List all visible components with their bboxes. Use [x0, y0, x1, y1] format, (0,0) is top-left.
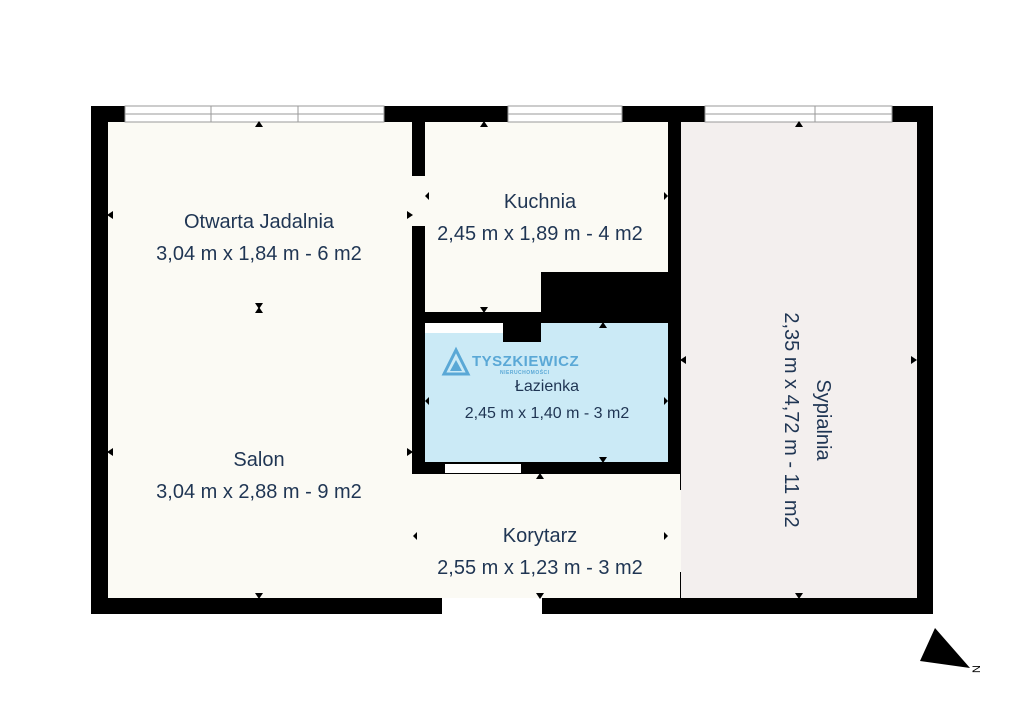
living-name: Salon: [233, 449, 284, 471]
dining-name: Otwarta Jadalnia: [184, 211, 335, 233]
dining-dims: 3,04 m x 1,84 m - 6 m2: [156, 243, 362, 265]
logo-subtitle: NIERUCHOMOŚCI: [500, 369, 550, 376]
bathroom-top-left-strip: [425, 323, 503, 333]
compass: N: [920, 628, 983, 673]
dimension-markers: [107, 121, 917, 599]
living-dims: 3,04 m x 2,88 m - 9 m2: [156, 481, 362, 503]
bathroom-floor: [425, 323, 668, 462]
triangle-logo-icon: [441, 346, 471, 376]
bedroom-name: Sypialnia: [812, 379, 834, 461]
living-kitchen-wall-opening: [411, 176, 425, 226]
corridor-name: Korytarz: [503, 525, 577, 547]
bathroom-door: [445, 464, 521, 473]
kitchen-name: Kuchnia: [504, 191, 577, 213]
logo-name: TYSZKIEWICZ: [472, 353, 579, 370]
bathroom-dims: 2,45 m x 1,40 m - 3 m2: [465, 405, 630, 422]
compass-label: N: [971, 665, 983, 673]
living-dining-floor: [108, 122, 412, 598]
window-kitchen: [507, 105, 623, 123]
bedroom-door-opening: [668, 490, 681, 572]
kitchen-cabinet-block: [541, 272, 668, 312]
living-corridor-wall-opening: [411, 474, 414, 598]
window-living: [124, 105, 385, 123]
bathroom-shaft: [503, 312, 541, 342]
entrance-door: [442, 598, 542, 614]
kitchen-dims: 2,45 m x 1,89 m - 4 m2: [437, 223, 643, 245]
bedroom-dims: 2,35 m x 4,72 m - 11 m2: [780, 312, 802, 527]
window-bedroom: [704, 105, 893, 123]
corridor-floor: [412, 474, 680, 598]
bathroom-name: Łazienka: [515, 378, 579, 395]
bedroom-floor: [681, 122, 917, 598]
company-logo: TYSZKIEWICZ NIERUCHOMOŚCI: [441, 346, 579, 376]
north-arrow-icon: [920, 628, 970, 668]
corridor-dims: 2,55 m x 1,23 m - 3 m2: [437, 557, 643, 579]
